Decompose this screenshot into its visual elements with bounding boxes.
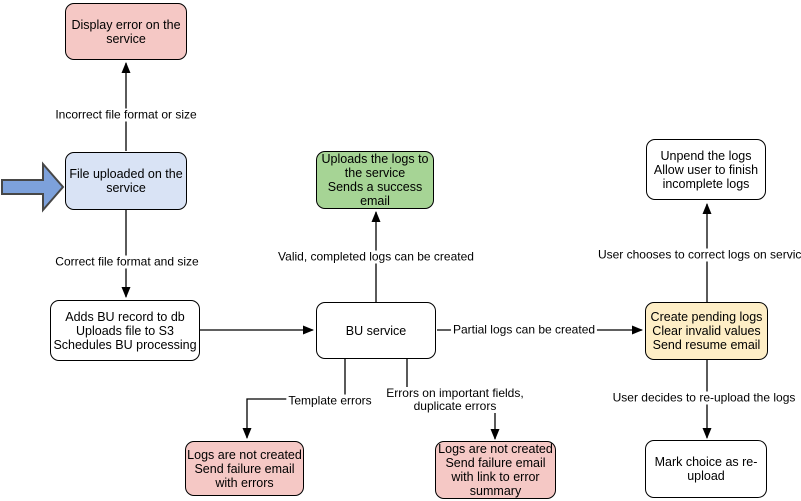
- node-bu-service: BU service: [316, 302, 436, 359]
- edge-label-errors-fields: Errors on important fields, duplicate er…: [384, 386, 526, 413]
- node-line: service: [106, 181, 146, 195]
- edge-label-user-reupload: User decides to re-upload the logs: [610, 390, 798, 405]
- node-line: service: [106, 31, 146, 46]
- node-line: Adds BU record to db: [65, 309, 185, 324]
- node-uploads-logs-success: Uploads the logs to the service Sends a …: [316, 151, 434, 209]
- node-line: with link to error: [451, 470, 540, 484]
- edge-label-line: duplicate errors: [413, 399, 497, 413]
- node-line: Send failure email: [194, 461, 295, 476]
- node-file-uploaded: File uploaded on the service: [65, 152, 187, 210]
- node-line: Sends a success: [327, 180, 423, 194]
- node-logs-not-created-errors: Logs are not created Send failure email …: [185, 441, 304, 496]
- node-line: incomplete logs: [662, 176, 750, 191]
- node-mark-choice-reupload: Mark choice as re- upload: [645, 440, 767, 498]
- node-line: Schedules BU processing: [53, 337, 197, 352]
- node-line: Unpend the logs: [660, 148, 752, 163]
- node-line: email: [360, 194, 390, 208]
- edge-label-line: Errors on important fields,: [386, 386, 524, 400]
- node-line: Mark choice as re-: [654, 455, 758, 469]
- node-logs-not-created-summary: Logs are not created Send failure email …: [435, 441, 556, 499]
- node-line: Send failure email: [445, 456, 546, 470]
- node-line: the service: [344, 166, 406, 180]
- node-display-error: Display error on the service: [65, 3, 187, 60]
- edge-label-partial-logs: Partial logs can be created: [450, 322, 598, 337]
- node-line: with errors: [215, 475, 274, 490]
- edge-label-valid-logs: Valid, completed logs can be created: [276, 249, 476, 264]
- node-unpend-logs: Unpend the logs Allow user to finish inc…: [646, 139, 766, 200]
- node-line: File uploaded on the: [69, 167, 183, 181]
- node-line: upload: [687, 469, 725, 483]
- node-adds-bu-record: Adds BU record to db Uploads file to S3 …: [50, 300, 200, 361]
- entry-arrow-icon: [1, 161, 65, 213]
- node-line: Create pending logs: [650, 310, 763, 324]
- node-line: summary: [469, 484, 522, 498]
- node-line: Send resume email: [652, 338, 761, 352]
- node-line: Uploads file to S3: [76, 323, 174, 338]
- node-line: Allow user to finish: [653, 162, 759, 177]
- edge-label-incorrect-file: Incorrect file format or size: [53, 107, 199, 122]
- node-line: Display error on the: [71, 17, 181, 32]
- node-line: Clear invalid values: [652, 324, 761, 338]
- edge-label-correct-file: Correct file format and size: [53, 254, 201, 269]
- edge-label-user-correct: User chooses to correct logs on service: [595, 248, 801, 262]
- node-line: BU service: [345, 323, 407, 338]
- node-line: Uploads the logs to: [321, 152, 429, 166]
- node-create-pending-logs: Create pending logs Clear invalid values…: [645, 302, 768, 360]
- edge-label-template-errors: Template errors: [286, 393, 374, 408]
- node-line: Logs are not created: [438, 442, 553, 456]
- node-line: Logs are not created: [187, 447, 302, 462]
